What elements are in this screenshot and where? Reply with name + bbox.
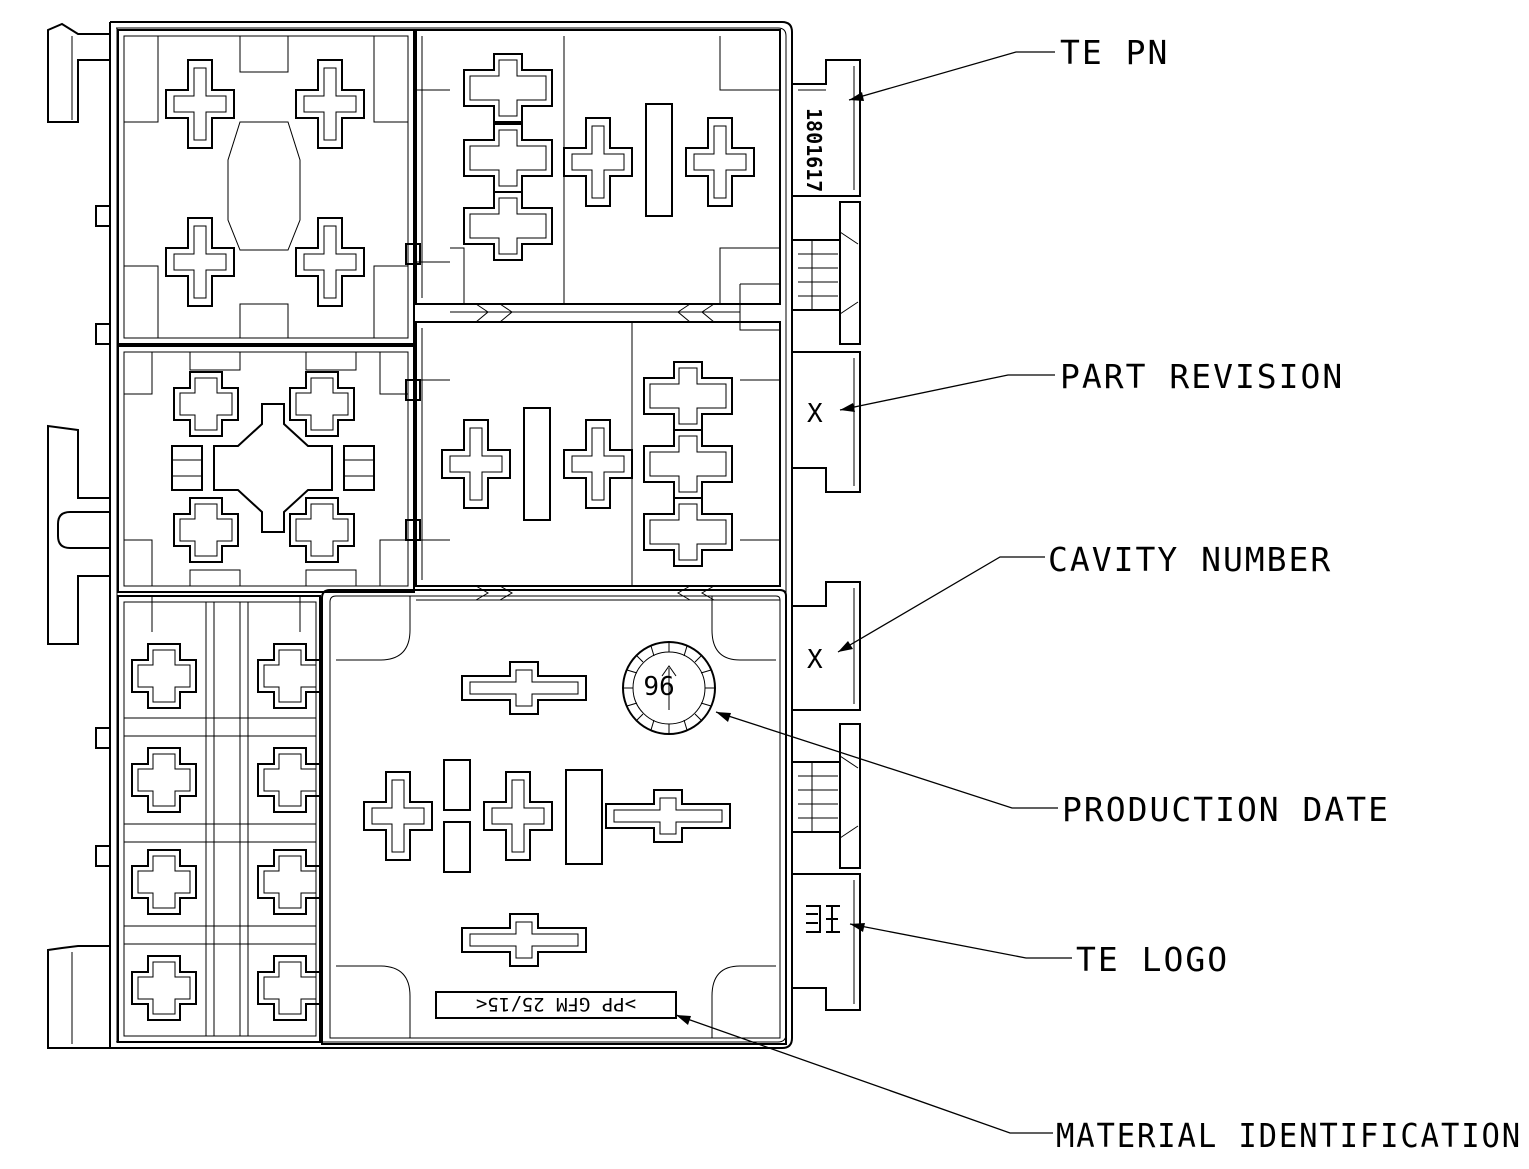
part-revision-marking: X: [807, 399, 823, 429]
leader-arrow: [849, 92, 864, 101]
cavity-block-top-left: [117, 29, 415, 345]
callout-cavity-number: CAVITY NUMBER: [1048, 540, 1332, 579]
center-channel: [405, 243, 780, 601]
leader-arrow: [850, 923, 865, 932]
cavity-number-marking: X: [807, 645, 823, 675]
housing-outline: [47, 21, 793, 1049]
callout-leaders: [675, 51, 1072, 1134]
cavity-block-middle-left: [117, 345, 415, 593]
date-code-clock: 96: [622, 641, 716, 735]
cavity-block-top-right: [415, 29, 781, 331]
cavity-block-bottom-left: [117, 595, 323, 1043]
cavity-block-middle-right: [415, 321, 781, 587]
cavity-block-bottom-right: 96 >PP GFM 25/15<: [321, 589, 787, 1045]
callout-te-pn: TE PN: [1060, 33, 1169, 72]
callout-part-revision: PART REVISION: [1060, 357, 1344, 396]
leader-arrow: [676, 1015, 691, 1025]
part-number-marking: 1801617: [802, 108, 826, 192]
leader-arrow: [838, 641, 853, 652]
material-id-plate: >PP GFM 25/15<: [435, 991, 677, 1019]
date-code-marking: 96: [643, 669, 674, 699]
te-logo-icon: [806, 905, 840, 933]
callout-production-date: PRODUCTION DATE: [1062, 790, 1390, 829]
leader-arrow: [840, 403, 855, 412]
right-latch-column: [791, 59, 861, 1011]
leader-arrow: [716, 712, 731, 722]
callout-material-identification: MATERIAL IDENTIFICATION: [1056, 1116, 1522, 1155]
material-id-marking: >PP GFM 25/15<: [476, 993, 636, 1015]
callout-te-logo: TE LOGO: [1076, 940, 1229, 979]
